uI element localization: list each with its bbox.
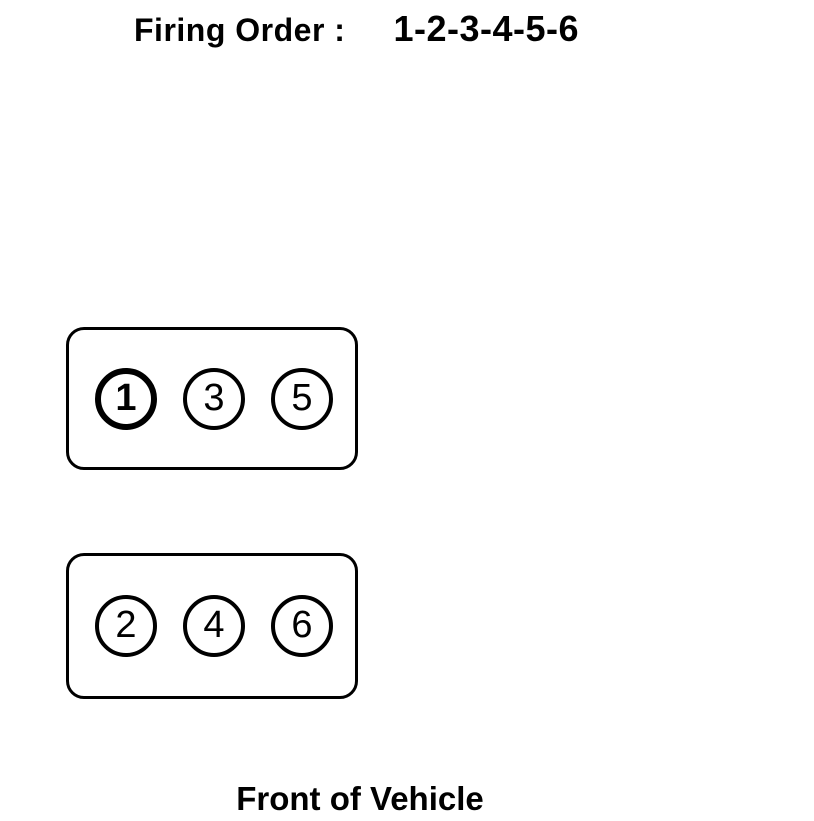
- cylinder-bank-top: 1 3 5: [66, 327, 358, 470]
- firing-order-label: Firing Order :: [134, 12, 346, 48]
- cylinder-6-number: 6: [291, 604, 313, 646]
- cylinder-4: 4: [183, 595, 245, 657]
- cylinder-3-number: 3: [203, 376, 225, 419]
- page-title: Firing Order : 1-2-3-4-5-6: [134, 8, 579, 50]
- cylinder-5-number: 5: [291, 376, 313, 419]
- cylinder-1: 1: [95, 367, 157, 430]
- cylinder-3: 3: [183, 367, 245, 430]
- firing-order-value: 1-2-3-4-5-6: [393, 8, 580, 49]
- front-of-vehicle-label: Front of Vehicle: [236, 780, 484, 817]
- cylinder-6: 6: [271, 595, 333, 657]
- cylinder-5: 5: [271, 367, 333, 430]
- cylinder-bank-bottom: 2 4 6: [66, 553, 358, 699]
- cylinder-2-number: 2: [115, 604, 137, 646]
- cylinder-1-number: 1: [115, 376, 137, 419]
- cylinder-4-number: 4: [203, 604, 225, 646]
- cylinder-2: 2: [95, 595, 157, 657]
